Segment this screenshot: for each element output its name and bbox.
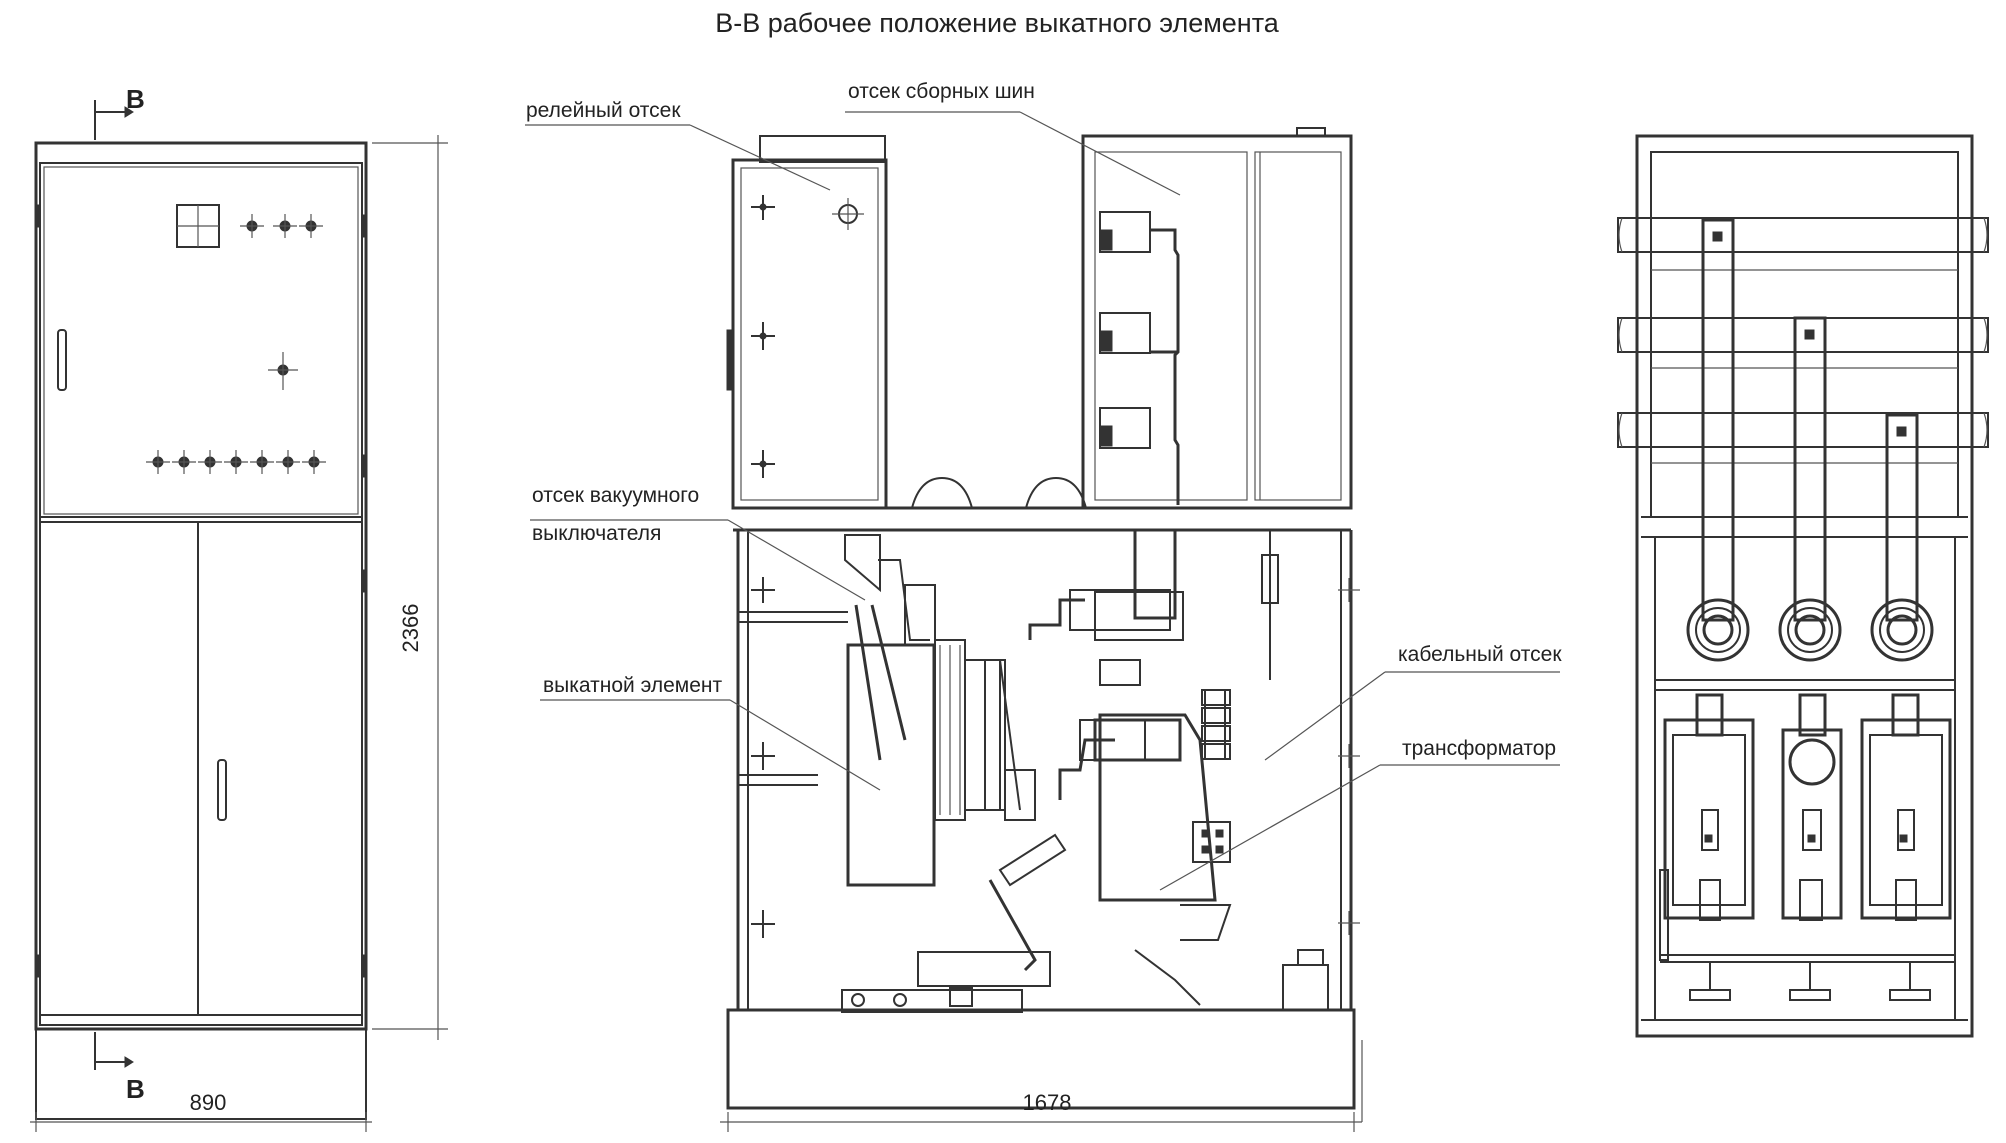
section-marker-top: В — [94, 84, 145, 140]
width-dimension-value: 890 — [190, 1090, 227, 1115]
earthing-bar — [1659, 869, 1955, 1001]
indicator-lamps-bottom — [146, 450, 326, 474]
relay-compartment — [726, 135, 1087, 510]
bushings — [1686, 598, 1934, 662]
front-inner-frame — [39, 162, 363, 1026]
busbar-droppers — [1701, 218, 1919, 622]
rear-cabinet-outline — [1635, 134, 1974, 1038]
section-letter-top: В — [126, 84, 145, 114]
front-base — [35, 1028, 367, 1120]
lower-compartments — [726, 530, 1360, 1110]
withdrawable-element — [841, 534, 1171, 1013]
section-letter-bottom: В — [126, 1074, 145, 1104]
lower-door-handle — [217, 759, 227, 821]
label-transformer: трансформатор — [1402, 737, 1556, 760]
rear-view — [1617, 134, 1989, 1038]
indicator-lamps-top — [240, 214, 323, 238]
height-dimension-value: 2366 — [398, 604, 423, 653]
drawing-title: В-В рабочее положение выкатного элемента — [715, 8, 1280, 38]
label-relay-compartment: релейный отсек — [526, 99, 681, 122]
leader-lines — [525, 111, 1560, 891]
label-cable-compartment: кабельный отсек — [1398, 643, 1562, 666]
label-vacuum-compartment-line2: выключателя — [532, 522, 661, 545]
cable-terminations — [1663, 693, 1952, 921]
busbar-compartment — [1081, 127, 1353, 510]
relay-door-front — [43, 166, 359, 515]
width-dimension: 890 — [30, 1090, 372, 1132]
control-switch — [268, 352, 298, 390]
section-view: релейный отсек отсек сборных шин отсек в… — [525, 80, 1562, 1132]
label-vacuum-compartment-line1: отсек вакуумного — [532, 484, 699, 507]
label-withdrawable-element: выкатной элемент — [543, 674, 722, 697]
transformer-assembly — [1093, 528, 1329, 1011]
label-busbar-compartment: отсек сборных шин — [848, 80, 1035, 103]
section-marker-bottom: В — [94, 1032, 145, 1104]
height-dimension: 2366 — [372, 135, 448, 1040]
relay-door-handle — [57, 329, 67, 391]
depth-dimension: 1678 — [720, 1040, 1363, 1132]
front-view: В В 2366 890 — [30, 84, 448, 1132]
busbars — [1617, 217, 1989, 464]
depth-dimension-value: 1678 — [1023, 1090, 1072, 1115]
front-cabinet-outline — [34, 141, 368, 1031]
